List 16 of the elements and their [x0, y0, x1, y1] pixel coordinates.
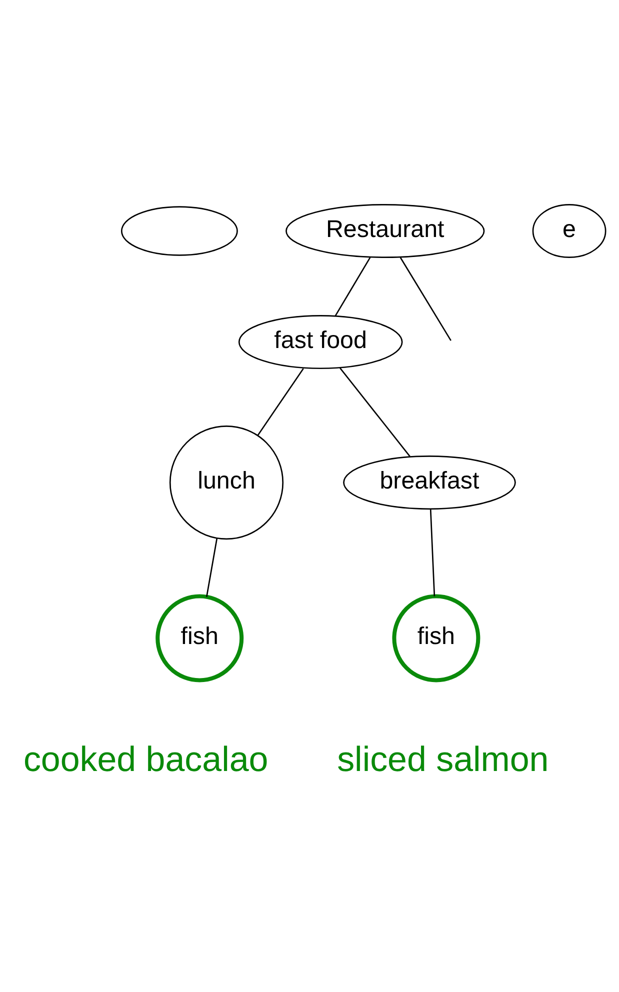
node-ellipse: fast food: [238, 315, 403, 370]
node-circle: fish: [156, 594, 244, 682]
node-ellipse: e: [532, 204, 606, 258]
node-ellipse: Restaurant: [286, 204, 485, 258]
connector: [257, 368, 304, 436]
node-circle: lunch: [169, 426, 284, 540]
node-ellipse: [120, 206, 238, 256]
node-label: cooked bacalao: [23, 740, 268, 780]
node-ellipse: breakfast: [343, 456, 516, 510]
connector: [206, 538, 218, 598]
connector: [340, 368, 410, 457]
node-label: sliced salmon: [337, 740, 549, 780]
connector: [334, 257, 371, 316]
connector: [430, 509, 436, 596]
node-circle: fish: [392, 594, 480, 682]
connector: [400, 257, 452, 341]
